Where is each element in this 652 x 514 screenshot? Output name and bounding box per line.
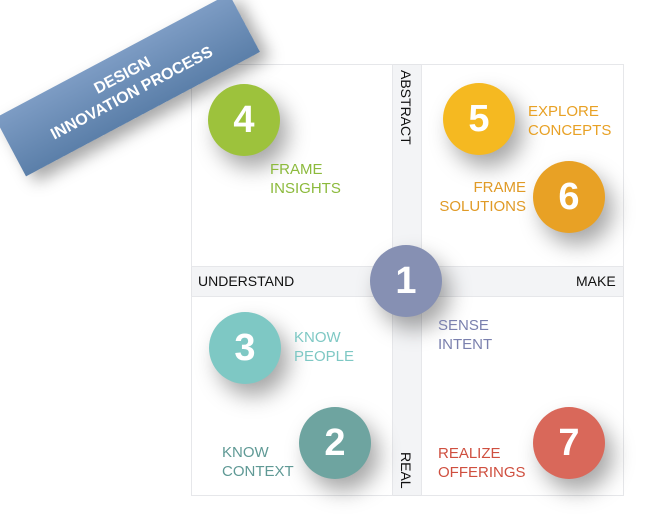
axis-label-make: MAKE (576, 273, 616, 289)
step-5-circle: 5 (443, 83, 515, 155)
step-4-circle: 4 (208, 84, 280, 156)
step-2-circle: 2 (299, 407, 371, 479)
step-7-circle: 7 (533, 407, 605, 479)
step-6-circle: 6 (533, 161, 605, 233)
axis-label-abstract: ABSTRACT (398, 70, 414, 145)
axis-label-understand: UNDERSTAND (198, 273, 295, 289)
step-1-circle: 1 (370, 245, 442, 317)
axis-label-real: REAL (398, 452, 414, 489)
step-3-circle: 3 (209, 312, 281, 384)
